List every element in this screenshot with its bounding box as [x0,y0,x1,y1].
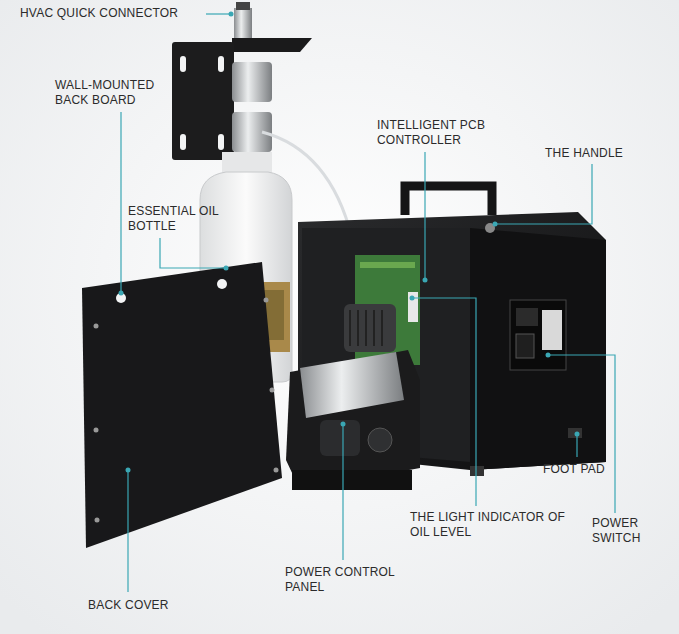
back-cover [82,262,282,548]
leader-lines [121,14,615,592]
part-label: POWER CONTROL PANEL [285,565,410,595]
part-label: THE LIGHT INDICATOR OF OIL LEVEL [410,510,575,540]
pump-unit [286,350,420,490]
part-label: FOOT PAD [543,462,623,477]
part-label: WALL-MOUNTED BACK BOARD [55,78,173,108]
part-label: ESSENTIAL OIL BOTTLE [128,204,240,234]
main-housing [298,186,606,476]
leader-dots [119,12,580,473]
part-label: POWER SWITCH [592,516,672,546]
part-label: BACK COVER [88,598,208,613]
part-label: INTELLIGENT PCB CONTROLLER [377,118,499,148]
part-label: HVAC QUICK CONNECTOR [20,6,210,21]
wall-bracket [172,2,312,160]
part-label: THE HANDLE [545,146,645,161]
